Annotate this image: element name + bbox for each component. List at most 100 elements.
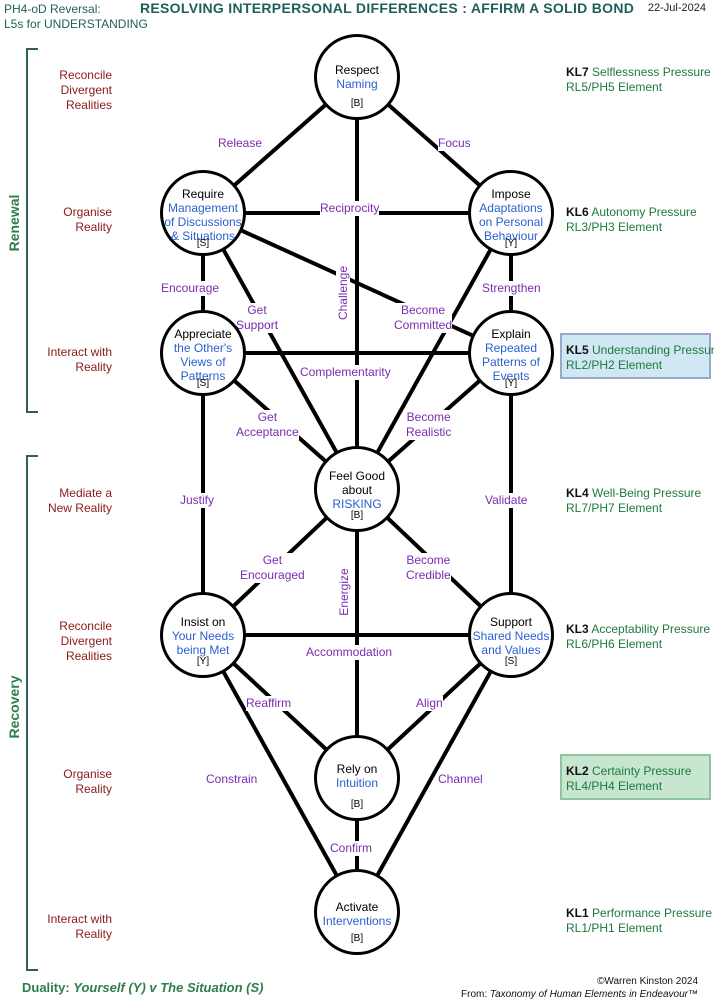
node-title: Impose bbox=[491, 187, 531, 201]
edge-label-get-acceptance: Get Acceptance bbox=[236, 410, 299, 440]
edge-label-constrain: Constrain bbox=[206, 772, 258, 787]
node-subtitle: Naming bbox=[336, 77, 378, 91]
duality-text: Yourself (Y) v The Situation (S) bbox=[73, 980, 264, 995]
node-respect: Respect Naming [B] bbox=[314, 34, 400, 120]
node-subtitle: and Values bbox=[481, 643, 541, 657]
edge-get-support bbox=[201, 212, 359, 490]
node-tag: [S] bbox=[196, 238, 210, 249]
left-label-row-7: Reconcile Divergent Realities bbox=[24, 68, 112, 113]
header-line-1: PH4-oD Reversal: bbox=[4, 2, 101, 16]
node-rely: Rely on Intuition [B] bbox=[314, 735, 400, 821]
renewal-bracket bbox=[26, 48, 38, 413]
footer-duality: Duality: Yourself (Y) v The Situation (S… bbox=[22, 980, 264, 995]
node-tag: [B] bbox=[350, 799, 364, 810]
left-label-line: Reconcile bbox=[59, 619, 112, 633]
kl-code: KL1 bbox=[566, 906, 589, 920]
edge-label-get-encouraged: Get Encouraged bbox=[240, 553, 305, 583]
node-subtitle: RISKING bbox=[332, 497, 382, 511]
node-tag: [Y] bbox=[504, 238, 518, 249]
kl-pressure: Autonomy Pressure bbox=[591, 205, 697, 219]
edge-label-line: Committed bbox=[394, 318, 453, 332]
duality-label: Duality: bbox=[22, 980, 70, 995]
kl-pressure: Acceptability Pressure bbox=[591, 622, 711, 636]
node-subtitle: Events bbox=[492, 369, 530, 383]
kl-code: KL3 bbox=[566, 622, 589, 636]
left-label-row-5: Interact with Reality bbox=[24, 345, 112, 375]
edge-label-line: Become bbox=[406, 410, 451, 424]
node-tag: [S] bbox=[504, 656, 518, 667]
page-title: RESOLVING INTERPERSONAL DIFFERENCES : AF… bbox=[140, 0, 635, 16]
left-label-line: Divergent bbox=[60, 83, 112, 97]
node-tag: [Y] bbox=[504, 378, 518, 389]
left-label-line: Organise bbox=[63, 205, 112, 219]
right-label-kl2: KL2 Certainty Pressure RL4/PH4 Element bbox=[566, 764, 691, 794]
edge-label-line: Credible bbox=[406, 568, 451, 582]
left-label-line: Mediate a bbox=[59, 486, 112, 500]
edge-become-committed bbox=[355, 212, 513, 490]
edge-label-release: Release bbox=[218, 136, 263, 151]
left-label-line: Interact with bbox=[47, 912, 112, 926]
edge-label-focus: Focus bbox=[438, 136, 471, 151]
edge-constrain bbox=[201, 634, 359, 913]
node-title: Insist on bbox=[180, 615, 226, 629]
node-subtitle: Management bbox=[167, 201, 239, 215]
node-subtitle: Repeated bbox=[484, 341, 538, 355]
node-title: Respect bbox=[334, 63, 380, 77]
left-label-row-6: Organise Reality bbox=[24, 205, 112, 235]
left-label-line: Interact with bbox=[47, 345, 112, 359]
kl-element: RL3/PH3 Element bbox=[566, 220, 663, 234]
edge-label-become-committed: Become Committed bbox=[394, 303, 453, 333]
kl-code: KL2 bbox=[566, 764, 589, 778]
edge-label-line: Get bbox=[262, 553, 283, 567]
edge-label-line: Get bbox=[247, 303, 267, 317]
node-activate: Activate Interventions [B] bbox=[314, 869, 400, 955]
left-label-line: New Reality bbox=[47, 501, 112, 515]
node-subtitle: Intuition bbox=[335, 776, 379, 790]
node-title: Rely on bbox=[336, 762, 378, 776]
kl-pressure: Certainty Pressure bbox=[592, 764, 692, 778]
node-feel-good: Feel Good about RISKING [B] bbox=[314, 446, 400, 532]
edge-label-become-credible: Become Credible bbox=[406, 553, 451, 583]
node-tag: [B] bbox=[350, 510, 364, 521]
node-title: Explain bbox=[491, 327, 531, 341]
node-title: Appreciate bbox=[174, 327, 232, 341]
node-subtitle: & Situations bbox=[170, 229, 236, 243]
edge-label-reaffirm: Reaffirm bbox=[246, 696, 292, 711]
edge-label-accommodation: Accommodation bbox=[306, 645, 393, 660]
node-subtitle: Behaviour bbox=[483, 229, 539, 243]
node-subtitle: Shared Needs bbox=[472, 629, 550, 643]
node-subtitle: Interventions bbox=[322, 914, 392, 928]
node-tag: [B] bbox=[350, 933, 364, 944]
node-insist: Insist on Your Needs being Met [Y] bbox=[160, 592, 246, 678]
kl-code: KL5 bbox=[566, 343, 589, 357]
edge-label-line: Become bbox=[400, 303, 446, 317]
right-label-kl4: KL4 Well-Being Pressure RL7/PH7 Element bbox=[566, 486, 701, 516]
edge-label-encourage: Encourage bbox=[161, 281, 220, 296]
edge-label-reciprocity: Reciprocity bbox=[320, 201, 380, 216]
header-line-2: L5s for UNDERSTANDING bbox=[4, 17, 148, 31]
node-subtitle: Your Needs bbox=[171, 629, 235, 643]
edge-label-become-realistic: Become Realistic bbox=[406, 410, 452, 440]
left-label-row-4: Mediate a New Reality bbox=[24, 486, 112, 516]
node-subtitle: on Personal bbox=[478, 215, 544, 229]
right-label-kl1: KL1 Performance Pressure RL1/PH1 Element bbox=[566, 906, 712, 936]
kl-code: KL6 bbox=[566, 205, 589, 219]
node-title: Activate bbox=[335, 900, 379, 914]
node-title: Require bbox=[181, 187, 225, 201]
edge-label-justify: Justify bbox=[180, 493, 215, 508]
edge-label-line: Get bbox=[257, 410, 278, 424]
edge-label-line: Acceptance bbox=[236, 425, 299, 439]
kl-element: RL7/PH7 Element bbox=[566, 501, 663, 515]
left-label-line: Realities bbox=[65, 649, 112, 663]
node-title: Feel Good bbox=[328, 469, 386, 483]
edge-label-line: Realistic bbox=[406, 425, 452, 439]
edge-label-strengthen: Strengthen bbox=[482, 281, 541, 296]
left-label-line: Reality bbox=[75, 360, 112, 374]
kl-element: RL1/PH1 Element bbox=[566, 921, 663, 935]
node-explain: Explain Repeated Patterns of Events [Y] bbox=[468, 310, 554, 396]
left-label-row-1: Interact with Reality bbox=[24, 912, 112, 942]
footer-copyright: ©Warren Kinston 2024 bbox=[597, 976, 698, 987]
edge-label-channel: Channel bbox=[438, 772, 483, 787]
node-subtitle: Patterns bbox=[180, 369, 226, 383]
right-label-kl7: KL7 Selflessness Pressure RL5/PH5 Elemen… bbox=[566, 65, 711, 95]
